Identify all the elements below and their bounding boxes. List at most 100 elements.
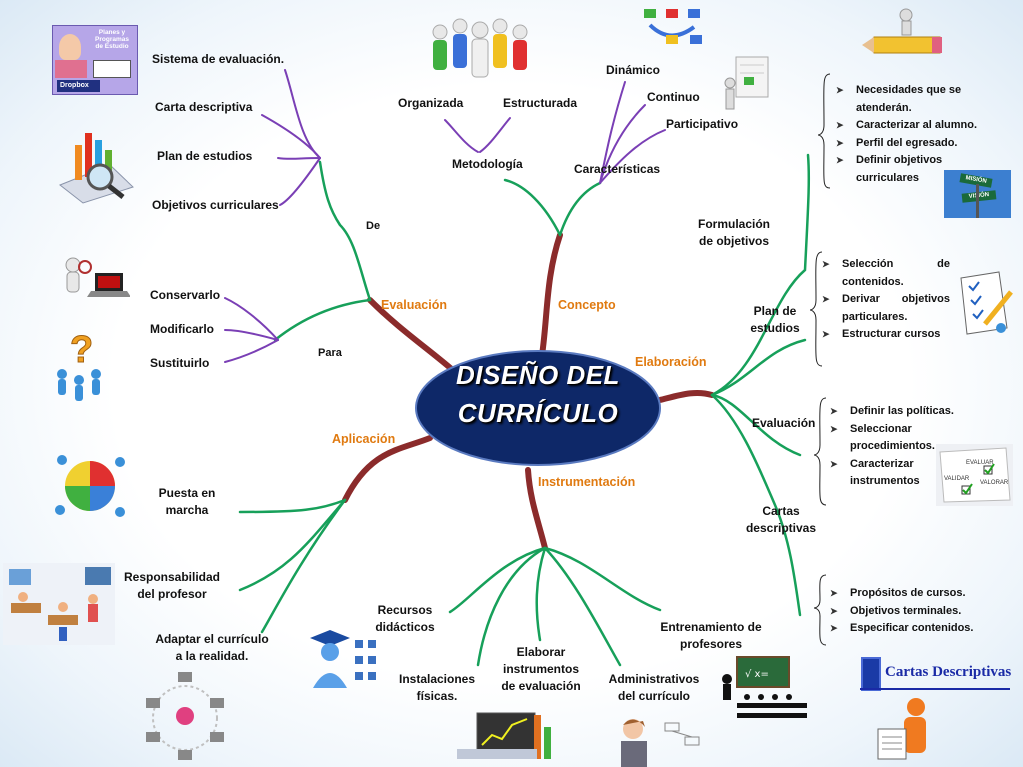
label-sustituirlo: Sustituirlo [150,356,210,370]
team-people-image [432,18,528,78]
classroom-image [3,563,115,645]
list-item: Propósitos de cursos. [830,585,990,603]
label-metodologia: Metodología [452,157,523,171]
list-item: Seleccionar procedimientos. [830,421,960,456]
question-people-image: ? [57,330,101,401]
person-board-image [724,56,769,110]
line-de [318,160,372,302]
label-caracteristicas: Características [574,162,661,176]
woman-diagram-image [621,719,700,767]
mision-vision-image: MISIÓN VISIÓN [944,170,1011,218]
laptop-person-image [65,257,130,297]
evaluar-checklist-image: EVALUAR VALIDAR VALORAR [936,444,1013,506]
label-dinamico: Dinámico [606,63,661,77]
pencil-person-image [862,8,942,54]
puzzle-people-image [55,455,125,517]
svg-text:?: ? [70,330,93,371]
svg-text:EVALUAR: EVALUAR [966,460,994,466]
line-caracteristicas [558,181,602,237]
label-objetivos-curriculares: Objetivos curriculares [152,198,279,212]
growth-chart-image [457,712,551,759]
line-formulacion [710,153,811,397]
list-item: Especificar contenidos. [830,620,990,638]
line-para [273,298,372,342]
list-item: Objetivos terminales. [830,603,990,621]
branch-evaluacion: Evaluación [381,298,447,312]
label-organizada: Organizada [398,96,464,110]
person-papers-image [877,698,926,760]
list-item: Definir las políticas. [830,403,960,421]
line-cartas [710,393,802,617]
trunk-elaboracion [657,389,715,403]
list-item: Perfil del egresado. [836,135,986,153]
list-item: Caracterizar al alumno. [836,117,986,135]
label-participativo: Participativo [666,117,739,131]
line-entrenamiento [543,546,662,612]
trunk-evaluacion [367,297,458,375]
list-item: Definir objetivos curriculares [836,152,986,187]
label-sistema: Sistema de evaluación. [152,52,285,66]
bar-chart-magnifier-image [59,133,134,204]
label-continuo: Continuo [647,90,700,104]
flow-icons-image [644,9,702,44]
line-administrativos [543,546,622,667]
trunk-instrumentacion [525,467,548,551]
list-formulacion: Necesidades que se atenderán. Caracteriz… [836,82,986,187]
list-item: Caracterizar instrumentos [830,456,960,491]
divider [860,688,1010,690]
checklist-pen-image [960,271,1013,335]
branch-aplicacion: Aplicación [332,432,396,446]
line-responsabilidad [238,498,347,592]
line-plan [710,338,807,397]
cartas-icon [861,657,881,691]
label-plan-estudios: Plan de estudios [157,149,253,163]
label-carta: Carta descriptiva [155,100,253,114]
list-item: Derivar objetivos particulares. [822,291,950,326]
label-estructurada: Estructurada [503,96,578,110]
line-recursos [448,546,547,614]
line-elaborar [535,546,547,642]
list-item: Necesidades que se atenderán. [836,82,986,117]
label-de: De [366,220,381,232]
list-evaluacion-elab: Definir las políticas. Seleccionar proce… [830,403,960,491]
branch-elaboracion: Elaboración [635,355,707,369]
list-cartas: Propósitos de cursos. Objetivos terminal… [830,585,990,638]
line-metodologia [503,178,562,237]
trunk-aplicacion [342,435,433,503]
label-para: Para [318,347,342,359]
line-puesta [238,498,347,514]
label-conservarlo: Conservarlo [150,288,221,302]
list-plan: Selección de contenidos. Derivar objetiv… [822,256,950,344]
center-title: DISEÑO DEL CURRÍCULO [456,360,620,428]
chalkboard-class-image: √ x= [722,656,807,718]
cartas-descriptivas-title: Cartas Descriptivas [885,664,1012,680]
line-instalaciones [476,546,547,667]
label-evaluacion-elab: Evaluación [752,416,816,430]
branch-instrumentacion: Instrumentación [538,475,636,489]
svg-text:√ x=: √ x= [745,669,769,680]
svg-text:VALORAR: VALORAR [980,480,1009,486]
label-modificarlo: Modificarlo [150,322,215,336]
trunk-concepto [538,232,563,365]
center-ellipse [415,350,661,466]
branch-concepto: Concepto [558,298,616,312]
list-item: Selección de contenidos. [822,256,950,291]
line-adaptar [260,498,347,634]
graduate-icons-image [310,630,376,688]
line-evaluacion-elab [710,393,802,457]
list-item: Estructurar cursos [822,326,950,344]
